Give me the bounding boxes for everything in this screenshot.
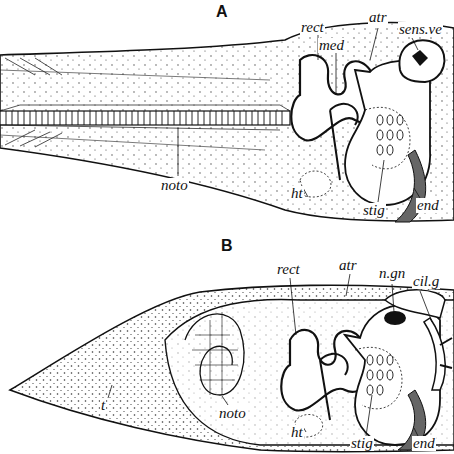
part-label: end [412,436,436,451]
panel-letter: A [215,4,229,20]
part-label: ht [290,186,304,201]
part-label: stig [350,436,374,451]
part-label: med [318,38,345,53]
part-label: noto [160,178,189,193]
part-label: sens.ve [398,22,443,37]
part-label: stig [362,203,386,218]
part-label: t [100,398,106,413]
part-label: end [416,198,440,213]
part-label: rect [276,262,301,277]
part-label: atr [338,258,358,273]
part-label: ht [290,425,304,440]
part-label: n.gn [378,266,406,281]
part-label: atr [368,10,388,25]
part-label: noto [218,406,247,421]
panel-letter: B [220,238,234,254]
part-label: cil.g [412,274,440,289]
part-label: rect [300,20,325,35]
